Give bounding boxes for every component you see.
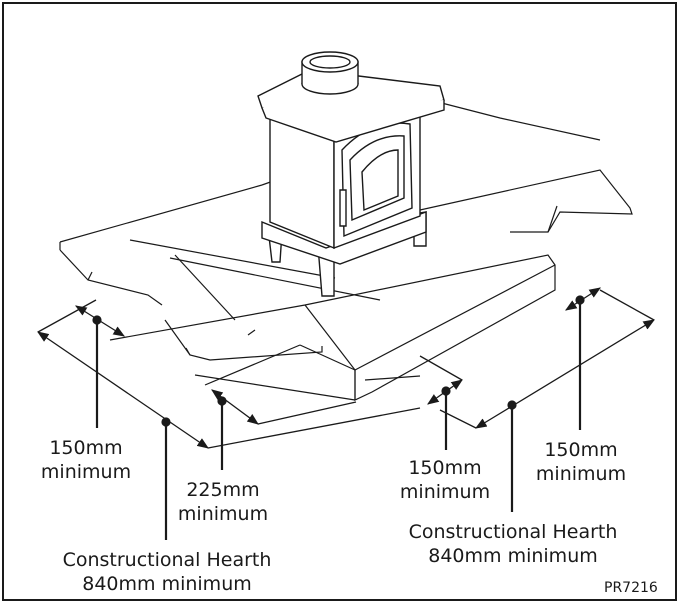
front-clearance-label: 225mm minimum (168, 478, 278, 526)
hearth-depth-line1: Constructional Hearth (408, 521, 618, 543)
stove (257, 51, 445, 297)
dimension-lines (37, 287, 656, 449)
hearth-depth-dimension (474, 319, 656, 429)
hearth-width-line1: Constructional Hearth (62, 549, 272, 571)
hearth-width-label: Constructional Hearth 840mm minimum (42, 548, 292, 596)
right-clearance-note: minimum (535, 463, 627, 485)
hearth-depth-line2: 840mm minimum (428, 545, 598, 567)
right-front-clearance-label: 150mm minimum (390, 456, 500, 504)
hearth-depth-label: Constructional Hearth 840mm minimum (388, 520, 638, 568)
left-clearance-value: 150mm (49, 437, 123, 459)
left-clearance-label: 150mm minimum (26, 436, 146, 484)
front-clearance-value: 225mm (186, 479, 260, 501)
hearth-width-dimension (37, 331, 209, 449)
leader-lines (92, 295, 585, 540)
right-clearance-value: 150mm (544, 439, 618, 461)
hearth-width-line2: 840mm minimum (82, 573, 252, 595)
front-clearance-dimension (211, 389, 259, 425)
right-front-clearance-note: minimum (399, 481, 491, 503)
left-clearance-note: minimum (40, 461, 132, 483)
right-front-clearance-value: 150mm (408, 457, 482, 479)
reference-code: PR7216 (604, 580, 658, 596)
constructional-hearth-block (109, 254, 556, 401)
right-clearance-label: 150mm minimum (524, 438, 638, 486)
front-clearance-note: minimum (177, 503, 269, 525)
